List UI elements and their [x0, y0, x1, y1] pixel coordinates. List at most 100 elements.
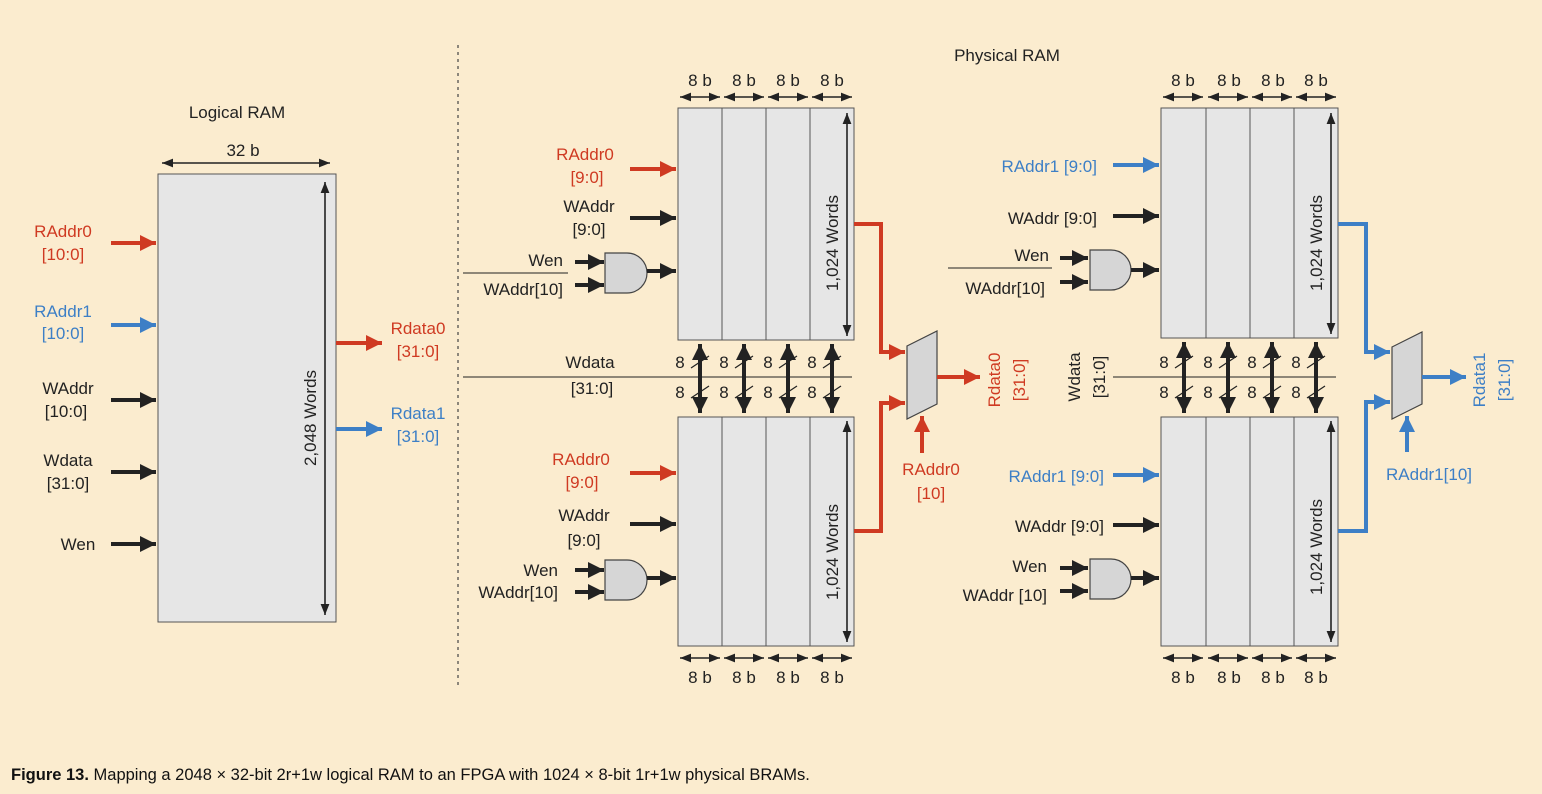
and-gate-icon: [1089, 249, 1132, 291]
bus-width-label: 8: [1291, 383, 1300, 402]
byte-width-label: 8 b: [1304, 71, 1328, 90]
figure-caption: Figure 13. Mapping a 2048 × 32-bit 2r+1w…: [11, 766, 810, 785]
bus-width-label: 8: [1159, 383, 1168, 402]
byte-width-label: 8 b: [1171, 71, 1195, 90]
left-bot-raddr0-range: [9:0]: [565, 473, 598, 492]
logical-raddr1-label: RAddr1: [34, 302, 92, 321]
figure-caption-label: Figure 13.: [11, 766, 89, 784]
logical-waddr-range: [10:0]: [45, 402, 88, 421]
mux-icon: [1391, 331, 1423, 420]
byte-width-label: 8 b: [776, 668, 800, 687]
left-bot-waddr-range: [9:0]: [567, 531, 600, 550]
byte-width-label: 8 b: [1304, 668, 1328, 687]
left-bot-raddr0-label: RAddr0: [552, 450, 610, 469]
byte-width-label: 8 b: [1261, 668, 1285, 687]
left-top-waddr-label: WAddr: [563, 197, 615, 216]
right-top-waddr-label: WAddr [9:0]: [1008, 209, 1097, 228]
byte-width-label: 8 b: [1261, 71, 1285, 90]
bus-width-label: 8: [763, 353, 772, 372]
mux-icon: [906, 330, 938, 420]
left-bot-wen-label: Wen: [523, 561, 558, 580]
byte-width-label: 8 b: [820, 668, 844, 687]
bus-slash-marks: [1174, 355, 1326, 399]
bus-width-label: 8: [763, 383, 772, 402]
block-depth-label: 1,024 Words: [823, 504, 842, 600]
logical-waddr-label: WAddr: [42, 379, 94, 398]
byte-width-label: 8 b: [1217, 71, 1241, 90]
and-gate-icon: [1089, 558, 1132, 600]
logical-raddr0-range: [10:0]: [42, 245, 85, 264]
byte-width-label: 8 b: [1217, 668, 1241, 687]
left-top-wen-label: Wen: [528, 251, 563, 270]
left-bot-wen-addr-label: WAddr[10]: [478, 583, 558, 602]
bus-width-label: 8: [1247, 353, 1256, 372]
byte-width-label: 8 b: [688, 668, 712, 687]
left-wdata-range: [31:0]: [571, 379, 614, 398]
logical-wen-label: Wen: [61, 535, 96, 554]
right-mux-out-label: Rdata1: [1470, 353, 1489, 408]
right-bot-raddr1-label: RAddr1 [9:0]: [1009, 467, 1104, 486]
physical-ram-title: Physical RAM: [954, 46, 1060, 65]
left-mux-out-range: [31:0]: [1010, 359, 1029, 402]
right-top-wen-addr-label: WAddr[10]: [965, 279, 1045, 298]
logical-raddr1-range: [10:0]: [42, 324, 85, 343]
byte-width-label: 8 b: [1171, 668, 1195, 687]
byte-width-label: 8 b: [820, 71, 844, 90]
right-bot-read-wire: [1338, 394, 1390, 533]
logical-width-label: 32 b: [226, 141, 259, 160]
bus-width-label: 8: [719, 353, 728, 372]
left-bot-read-wire: [854, 395, 905, 533]
bus-width-label: 8: [1203, 353, 1212, 372]
bram-block-left-bottom: [677, 416, 855, 647]
right-wdata-range: [31:0]: [1090, 356, 1109, 399]
right-mux-select-label: RAddr1[10]: [1386, 465, 1472, 484]
logical-wdata-label: Wdata: [43, 451, 93, 470]
left-top-waddr-range: [9:0]: [572, 220, 605, 239]
logical-rdata0-label: Rdata0: [391, 319, 446, 338]
logical-depth-label: 2,048 Words: [301, 370, 320, 466]
block-depth-label: 1,024 Words: [1307, 195, 1326, 291]
left-bot-waddr-label: WAddr: [558, 506, 610, 525]
bus-width-label: 8: [1159, 353, 1168, 372]
block-depth-label: 1,024 Words: [823, 195, 842, 291]
logical-ram-title: Logical RAM: [189, 103, 285, 122]
bus-width-label: 8: [1247, 383, 1256, 402]
right-bot-waddr-label: WAddr [9:0]: [1015, 517, 1104, 536]
bus-width-label: 8: [1203, 383, 1212, 402]
wdata-bus-arrows: [1176, 342, 1324, 413]
bus-width-label: 8: [807, 353, 816, 372]
left-mux-select-range: [10]: [917, 484, 945, 503]
and-gate-icon: [604, 559, 648, 601]
right-top-raddr1-label: RAddr1 [9:0]: [1002, 157, 1097, 176]
logical-raddr0-label: RAddr0: [34, 222, 92, 241]
right-bot-wen-label: Wen: [1012, 557, 1047, 576]
bus-width-label: 8: [807, 383, 816, 402]
block-depth-label: 1,024 Words: [1307, 499, 1326, 595]
right-top-wen-label: Wen: [1014, 246, 1049, 265]
logical-rdata0-range: [31:0]: [397, 342, 440, 361]
byte-width-label: 8 b: [732, 71, 756, 90]
logical-ram-block: [157, 173, 337, 623]
left-mux-out-label: Rdata0: [985, 353, 1004, 408]
logical-wdata-range: [31:0]: [47, 474, 90, 493]
byte-width-label: 8 b: [732, 668, 756, 687]
right-mux-out-range: [31:0]: [1495, 359, 1514, 402]
left-top-raddr0-range: [9:0]: [570, 168, 603, 187]
bus-width-label: 8: [1291, 353, 1300, 372]
bus-width-label: 8: [675, 353, 684, 372]
left-top-wen-addr-label: WAddr[10]: [483, 280, 563, 299]
logical-rdata1-range: [31:0]: [397, 427, 440, 446]
bus-slash-marks: [690, 355, 842, 399]
byte-width-label: 8 b: [776, 71, 800, 90]
left-wdata-label: Wdata: [565, 353, 615, 372]
left-mux-select-label: RAddr0: [902, 460, 960, 479]
right-bot-wen-addr-label: WAddr [10]: [963, 586, 1047, 605]
bus-width-label: 8: [675, 383, 684, 402]
figure-caption-text: Mapping a 2048 × 32-bit 2r+1w logical RA…: [88, 766, 810, 784]
and-gate-icon: [604, 252, 648, 294]
wdata-bus-arrows: [692, 344, 840, 413]
left-top-read-wire: [854, 222, 905, 360]
logical-rdata1-label: Rdata1: [391, 404, 446, 423]
right-top-read-wire: [1338, 222, 1390, 360]
